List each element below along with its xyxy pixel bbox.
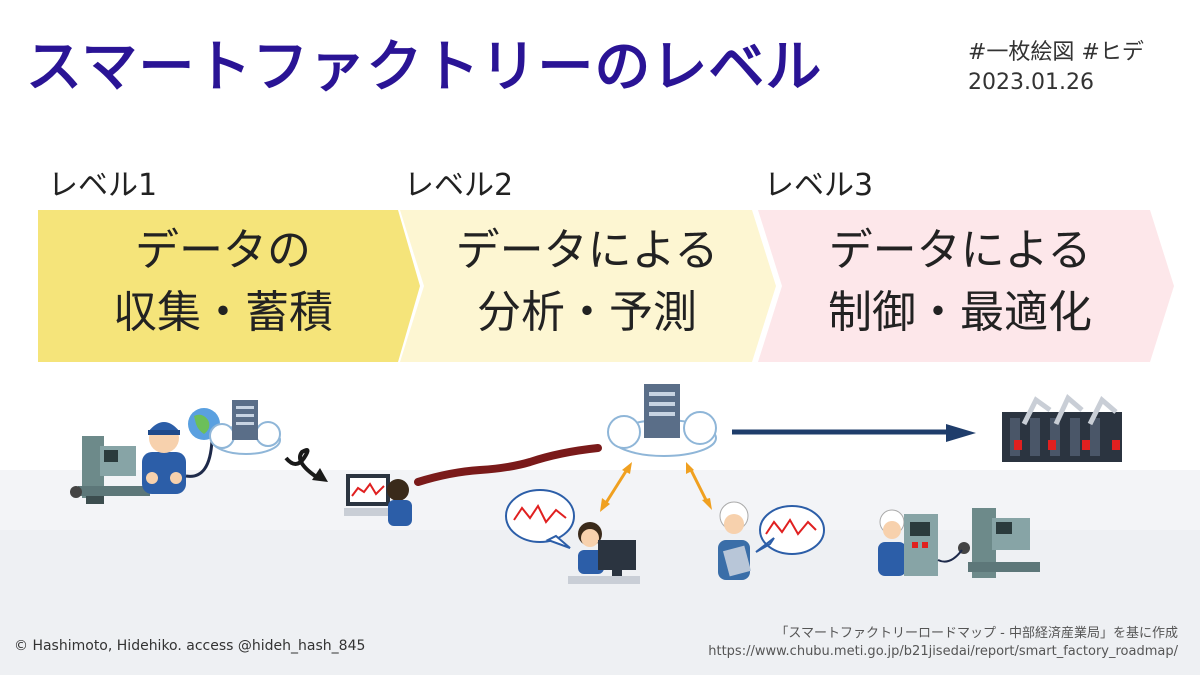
chart-bubble-icon — [505, 489, 575, 549]
source-text: 「スマートファクトリーロードマップ - 中部経済産業局」を基に作成 — [775, 626, 1178, 641]
level-3-label: レベル3 — [764, 168, 874, 203]
control-worker-icon — [878, 509, 938, 576]
navy-arrow-icon — [732, 424, 976, 442]
level-2-text: データによる 分析・予測 — [412, 220, 762, 344]
chevron-level-1 — [38, 210, 420, 362]
cloud-server-icon — [209, 400, 281, 455]
chart-bubble-icon-right — [755, 505, 825, 555]
cloud-server-icon-level-2 — [607, 384, 717, 457]
chevron-level-3 — [758, 210, 1174, 362]
milling-machine-icon — [70, 436, 150, 504]
sync-arrow-left-icon — [600, 462, 632, 512]
level-3-line2: 制御・最適化 — [828, 287, 1092, 338]
desk-worker-icon — [568, 522, 640, 584]
sync-arrow-right-icon — [686, 462, 712, 510]
date: 2023.01.26 — [968, 70, 1094, 95]
worker-icon — [142, 422, 214, 494]
level-2-line2: 分析・予測 — [477, 287, 697, 338]
source-url[interactable]: https://www.chubu.meti.go.jp/b21jisedai/… — [708, 644, 1178, 659]
robot-line-icon — [1002, 393, 1122, 462]
page-title: スマートファクトリーのレベル — [26, 35, 823, 100]
level-1-line2: 収集・蓄積 — [113, 287, 333, 338]
level-1-line1: データの — [135, 225, 311, 276]
level-1-text: データの 収集・蓄積 — [38, 220, 408, 344]
curly-arrow-icon — [284, 448, 328, 482]
monitor-worker-icon — [344, 474, 412, 526]
source-note: 「スマートファクトリーロードマップ - 中部経済産業局」を基に作成 https:… — [708, 625, 1178, 661]
level-1-label: レベル1 — [48, 168, 158, 203]
chevron-level-2 — [400, 210, 776, 362]
copyright-credit: © Hashimoto, Hidehiko. access @hideh_has… — [14, 638, 366, 654]
level-2-label: レベル2 — [404, 168, 514, 203]
level-2-line1: データによる — [455, 225, 719, 276]
level-3-line1: データによる — [828, 225, 1092, 276]
hashtags: #一枚絵図 #ヒデ — [968, 40, 1144, 65]
milling-machine-icon-level-3 — [937, 508, 1040, 578]
level-3-text: データによる 制御・最適化 — [780, 220, 1140, 344]
tablet-worker-icon — [718, 501, 751, 580]
hashtag-date: #一枚絵図 #ヒデ 2023.01.26 — [968, 38, 1144, 98]
level-chevrons — [38, 210, 1174, 362]
dark-red-arrow-icon — [414, 444, 602, 486]
